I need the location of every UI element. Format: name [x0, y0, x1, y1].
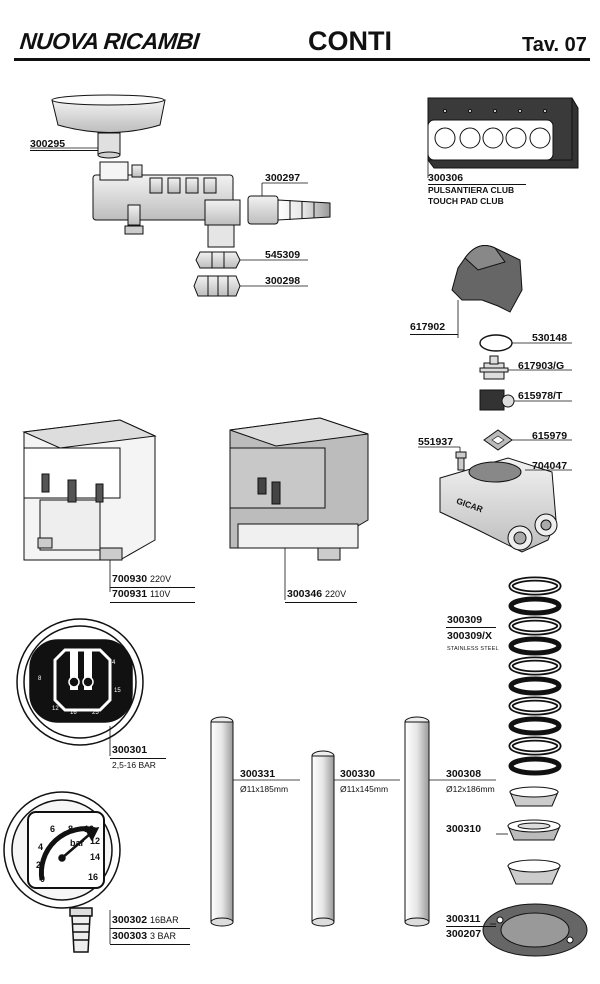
label-rule-300346 — [285, 602, 357, 603]
valve-704047 — [439, 457, 558, 553]
small-gauge-label-12: 12 — [52, 706, 59, 712]
part-code-300308: 300308 — [446, 768, 482, 780]
label-rule-700931 — [110, 602, 195, 603]
part-code-551937: 551937 — [418, 436, 454, 448]
part-code-300301: 300301 — [112, 744, 148, 756]
big-gauge-label-2: 2 — [36, 860, 42, 870]
big-gauge-label-4: 4 — [38, 842, 44, 852]
part-code-617903: 617903/G — [518, 360, 565, 372]
cup-300311 — [507, 859, 561, 885]
gasket-615979 — [483, 429, 513, 451]
part-code-700931-voltage: 110V — [150, 589, 171, 599]
big-gauge-label-8: 8 — [68, 824, 74, 834]
part-code-300207: 300207 — [446, 928, 482, 940]
part-note-stainless: STAINLESS STEEL — [447, 646, 499, 652]
shower-plate-300207 — [482, 903, 588, 957]
part-code-615978: 615978/T — [518, 390, 563, 402]
solenoid-617902 — [451, 245, 523, 313]
valve-300297 — [92, 161, 331, 248]
part-desc-300306-line1: PULSANTIERA CLUB — [428, 185, 515, 195]
label-rule-300302 — [110, 928, 190, 929]
gauge-300301 — [16, 618, 144, 746]
part-code-700931-number: 700931 — [112, 588, 148, 600]
screw-551937 — [455, 451, 467, 471]
part-code-300295: 300295 — [30, 138, 66, 150]
part-dim-300330: Ø11x145mm — [340, 784, 389, 794]
label-rule-300301 — [110, 758, 166, 759]
table-number: Tav. 07 — [522, 34, 587, 56]
part-code-545309: 545309 — [265, 249, 301, 261]
part-code-700930-voltage: 220V — [150, 574, 172, 584]
part-code-704047: 704047 — [532, 460, 568, 472]
cup-300310 — [507, 819, 561, 841]
part-code-300309x: 300309/X — [447, 630, 492, 642]
tube-300308 — [404, 716, 430, 927]
small-gauge-label-8: 8 — [38, 676, 42, 682]
label-rule-300306 — [428, 184, 526, 185]
big-gauge-label-10: 10 — [84, 824, 95, 834]
big-gauge-unit: bar — [70, 838, 85, 848]
part-dim-300331: Ø11x185mm — [240, 784, 289, 794]
nut-545309 — [195, 251, 241, 269]
small-gauge-label-15: 15 — [114, 688, 121, 694]
oring-530148 — [479, 334, 513, 352]
big-gauge-label-12: 12 — [90, 836, 101, 846]
part-code-300346-voltage: 220V — [325, 589, 347, 599]
small-gauge-label-25: 25 — [92, 710, 99, 716]
header-rule — [14, 58, 590, 61]
tube-300331 — [210, 716, 234, 927]
label-rule-300295 — [30, 150, 98, 151]
small-gauge-label-4: 4 — [112, 660, 116, 666]
part-code-300298: 300298 — [265, 275, 301, 287]
contactor-300346 — [229, 417, 369, 561]
part-code-300310: 300310 — [446, 823, 482, 835]
part-code-617902: 617902 — [410, 321, 446, 333]
part-code-300297: 300297 — [265, 172, 301, 184]
part-code-300303-pressure: 3 BAR — [150, 931, 177, 941]
cup-300308 — [509, 786, 559, 807]
part-range-300301: 2,5-16 BAR — [112, 760, 156, 770]
gauge-300302 — [3, 791, 121, 953]
contactor-700930 — [22, 419, 157, 561]
part-code-300311: 300311 — [446, 913, 481, 925]
part-dim-300308: Ø12x186mm — [446, 784, 495, 794]
spring-highlights — [510, 578, 560, 754]
part-code-300330: 300330 — [340, 768, 376, 780]
label-rule-300303 — [110, 944, 190, 945]
part-code-300331: 300331 — [240, 768, 276, 780]
knob-300295 — [51, 94, 166, 159]
part-code-530148: 530148 — [532, 332, 568, 344]
part-code-300346-number: 300346 — [287, 588, 323, 600]
part-code-300302-pressure: 16BAR — [150, 915, 179, 925]
label-rule-617902 — [410, 334, 458, 335]
part-code-300303-number: 300303 — [112, 930, 148, 942]
big-gauge-label-16: 16 — [88, 872, 99, 882]
coil-615978 — [479, 389, 515, 411]
label-rule-300311 — [446, 926, 496, 927]
label-rule-300309 — [446, 627, 496, 628]
part-desc-300306-line2: TOUCH PAD CLUB — [428, 196, 504, 206]
page-title: CONTI — [308, 26, 392, 56]
big-gauge-label-0: 0 — [40, 874, 46, 884]
small-gauge-label-16: 16 — [70, 710, 77, 716]
part-code-300302-number: 300302 — [112, 914, 148, 926]
label-rule-700930 — [110, 587, 195, 588]
tube-300330 — [311, 750, 335, 927]
touchpad-300306 — [427, 97, 579, 169]
part-code-300309: 300309 — [447, 614, 483, 626]
spring-300309 — [508, 576, 562, 776]
part-code-615979: 615979 — [532, 430, 568, 442]
part-code-700930-number: 700930 — [112, 573, 148, 585]
big-gauge-label-6: 6 — [50, 824, 56, 834]
part-code-300306: 300306 — [428, 172, 464, 184]
nut-300298 — [193, 275, 241, 297]
cog-617903 — [479, 355, 509, 380]
big-gauge-label-14: 14 — [90, 852, 101, 862]
